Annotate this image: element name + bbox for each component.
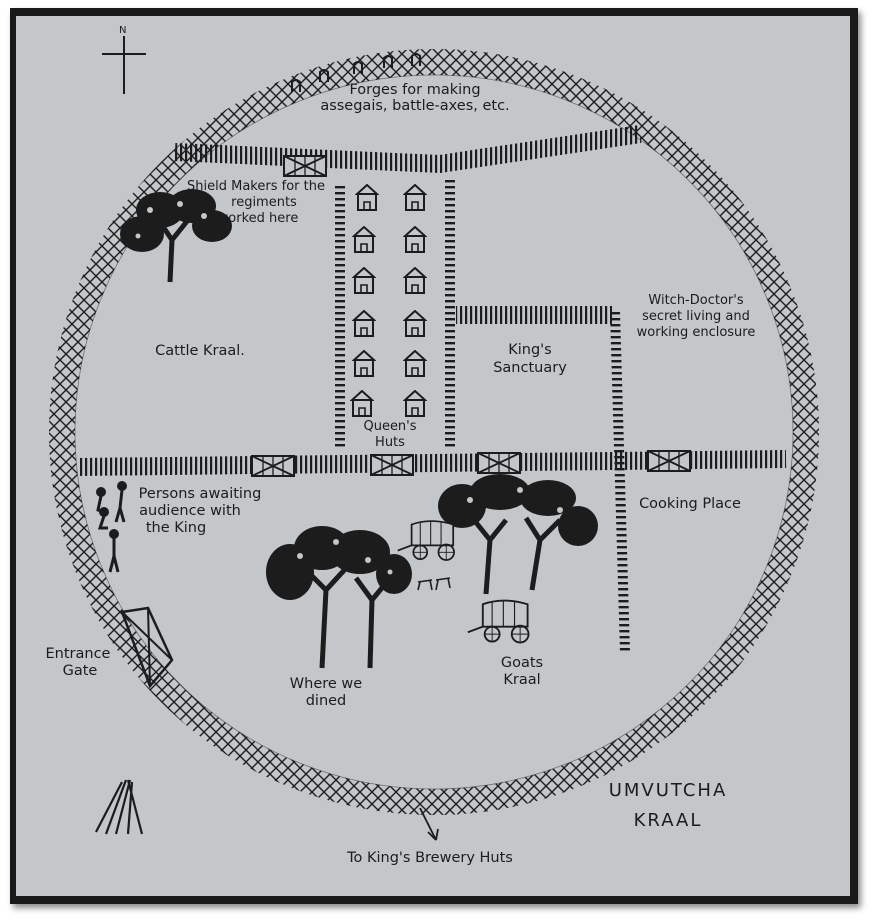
witch-doctor-fence: [610, 311, 630, 653]
compass-north-letter: N: [119, 25, 126, 36]
witch-doctor-label-3: working enclosure: [637, 325, 756, 340]
forges-label-1: Forges for making: [349, 82, 480, 98]
queens-huts-label-2: Huts: [375, 435, 405, 450]
entrance-gate-label-2: Gate: [63, 663, 98, 679]
kings-sanctuary-label-2: Sanctuary: [493, 360, 567, 376]
upper-gate-icon: [282, 155, 328, 177]
shield-makers-label-2: regiments: [231, 195, 297, 210]
kraal-hedge-inner-line: [74, 74, 794, 790]
tree-icon: [120, 189, 232, 283]
entrance-gate-icon: [120, 606, 174, 689]
queens-huts-label-1: Queen's: [363, 419, 416, 434]
cooking-place-label: Cooking Place: [639, 496, 741, 512]
persons-icon: [96, 481, 127, 573]
kraal-outer-hedge: [49, 49, 819, 815]
where-we-dined-label-2: dined: [306, 693, 347, 709]
kings-sanctuary-label-1: King's: [508, 342, 551, 358]
persons-awaiting-label-2: audience with: [139, 503, 241, 519]
dining-trees-icon: [266, 526, 412, 669]
goats-trees-icon: [438, 474, 598, 595]
hut-frame-icon: [95, 779, 144, 835]
witch-doctor-label-1: Witch-Doctor's: [648, 293, 743, 308]
map-title-line-1: UMVUTCHA: [609, 780, 728, 801]
persons-awaiting-label-3: the King: [146, 520, 206, 536]
brewery-huts-label: To King's Brewery Huts: [346, 850, 513, 866]
where-we-dined-label-1: Where we: [290, 676, 362, 692]
map-title-line-2: KRAAL: [634, 810, 703, 831]
shield-makers-label-3: worked here: [218, 211, 299, 226]
forges-icon: [291, 53, 421, 92]
wagon-1-icon: [396, 520, 455, 561]
queens-huts-icons: [351, 184, 426, 417]
persons-awaiting-label-1: Persons awaiting: [139, 486, 262, 502]
brewery-arrow-icon: [419, 807, 439, 841]
cattle-kraal-label: Cattle Kraal.: [155, 343, 245, 359]
middle-gate-1-icon: [250, 455, 296, 477]
shield-makers-label-1: Shield Makers for the: [187, 179, 325, 194]
wagon-2-icon: [466, 599, 530, 644]
compass-icon: N: [102, 25, 146, 94]
goats-kraal-label-1: Goats: [501, 655, 543, 671]
middle-gate-4-icon: [646, 450, 692, 472]
upper-fence: [174, 125, 642, 174]
entrance-gate-label-1: Entrance: [46, 646, 111, 662]
goats-kraal-label-2: Kraal: [503, 672, 540, 688]
oxen-icon: [417, 577, 451, 591]
middle-gate-2-icon: [369, 454, 415, 476]
middle-gate-3-icon: [476, 452, 522, 474]
forges-label-2: assegais, battle-axes, etc.: [320, 98, 509, 114]
witch-doctor-label-2: secret living and: [642, 309, 750, 324]
